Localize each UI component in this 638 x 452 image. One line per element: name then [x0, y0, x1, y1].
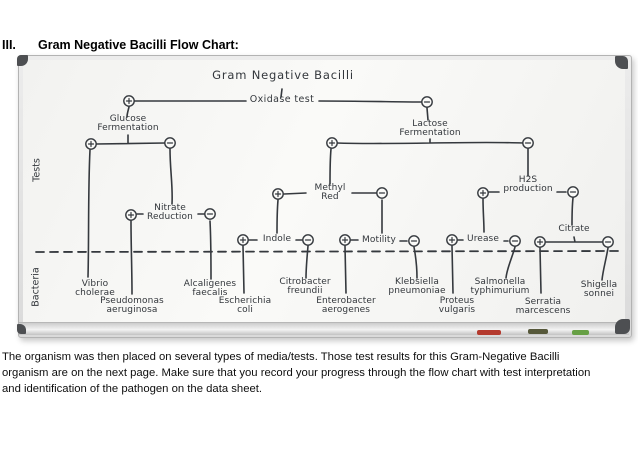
body-paragraph: The organism was then placed on several … [2, 351, 591, 396]
bacteria-label-salmonella-typhimurium: Salmonella typhimurium [470, 277, 530, 297]
test-label-nitrate-reduction: Nitrate Reduction [147, 203, 193, 223]
red-marker [477, 330, 501, 335]
section-label-tests: Tests [31, 158, 43, 182]
bacteria-label-proteus-vulgaris: Proteus vulgaris [438, 296, 476, 316]
corner-bracket-icon [615, 319, 630, 334]
test-label-h2s-production: H2S production [503, 175, 553, 195]
bacteria-label-enterobacter-aerogenes: Enterobacter aerogenes [316, 296, 376, 316]
test-label-citrate: Citrate [558, 224, 590, 234]
bacteria-label-escherichia-coli: Escherichia coli [218, 296, 272, 316]
whiteboard-tray [19, 322, 629, 335]
corner-bracket-icon [17, 324, 26, 334]
bacteria-label-shigella-sonnei: Shigella sonnei [580, 280, 618, 300]
green-marker [572, 330, 589, 335]
test-label-glucose-fermentation: Glucose Fermentation [97, 114, 159, 134]
bacteria-label-serratia-marcescens: Serratia marcescens [515, 297, 571, 317]
olive-marker [528, 329, 548, 334]
section-title: Gram Negative Bacilli Flow Chart: [38, 38, 239, 52]
test-label-methyl-red: Methyl Red [314, 183, 346, 203]
test-label-motility: Motility [362, 235, 396, 245]
corner-bracket-icon [615, 56, 628, 69]
flowchart-title: Gram Negative Bacilli [212, 68, 354, 82]
test-label-urease: Urease [467, 234, 499, 244]
test-label-oxidase: Oxidase test [249, 94, 315, 105]
section-heading: III. Gram Negative Bacilli Flow Chart: [2, 38, 239, 52]
test-label-indole: Indole [262, 234, 292, 244]
bacteria-label-citrobacter-freundii: Citrobacter freundii [279, 277, 331, 297]
bacteria-label-pseudomonas-aeruginosa: Pseudomonas aeruginosa [100, 296, 164, 316]
corner-bracket-icon [17, 55, 28, 66]
test-label-lactose-fermentation: Lactose Fermentation [399, 119, 461, 139]
section-number: III. [2, 38, 16, 52]
section-label-bacteria: Bacteria [30, 267, 42, 307]
bacteria-label-klebsiella-pneumoniae: Klebsiella pneumoniae [388, 277, 446, 297]
